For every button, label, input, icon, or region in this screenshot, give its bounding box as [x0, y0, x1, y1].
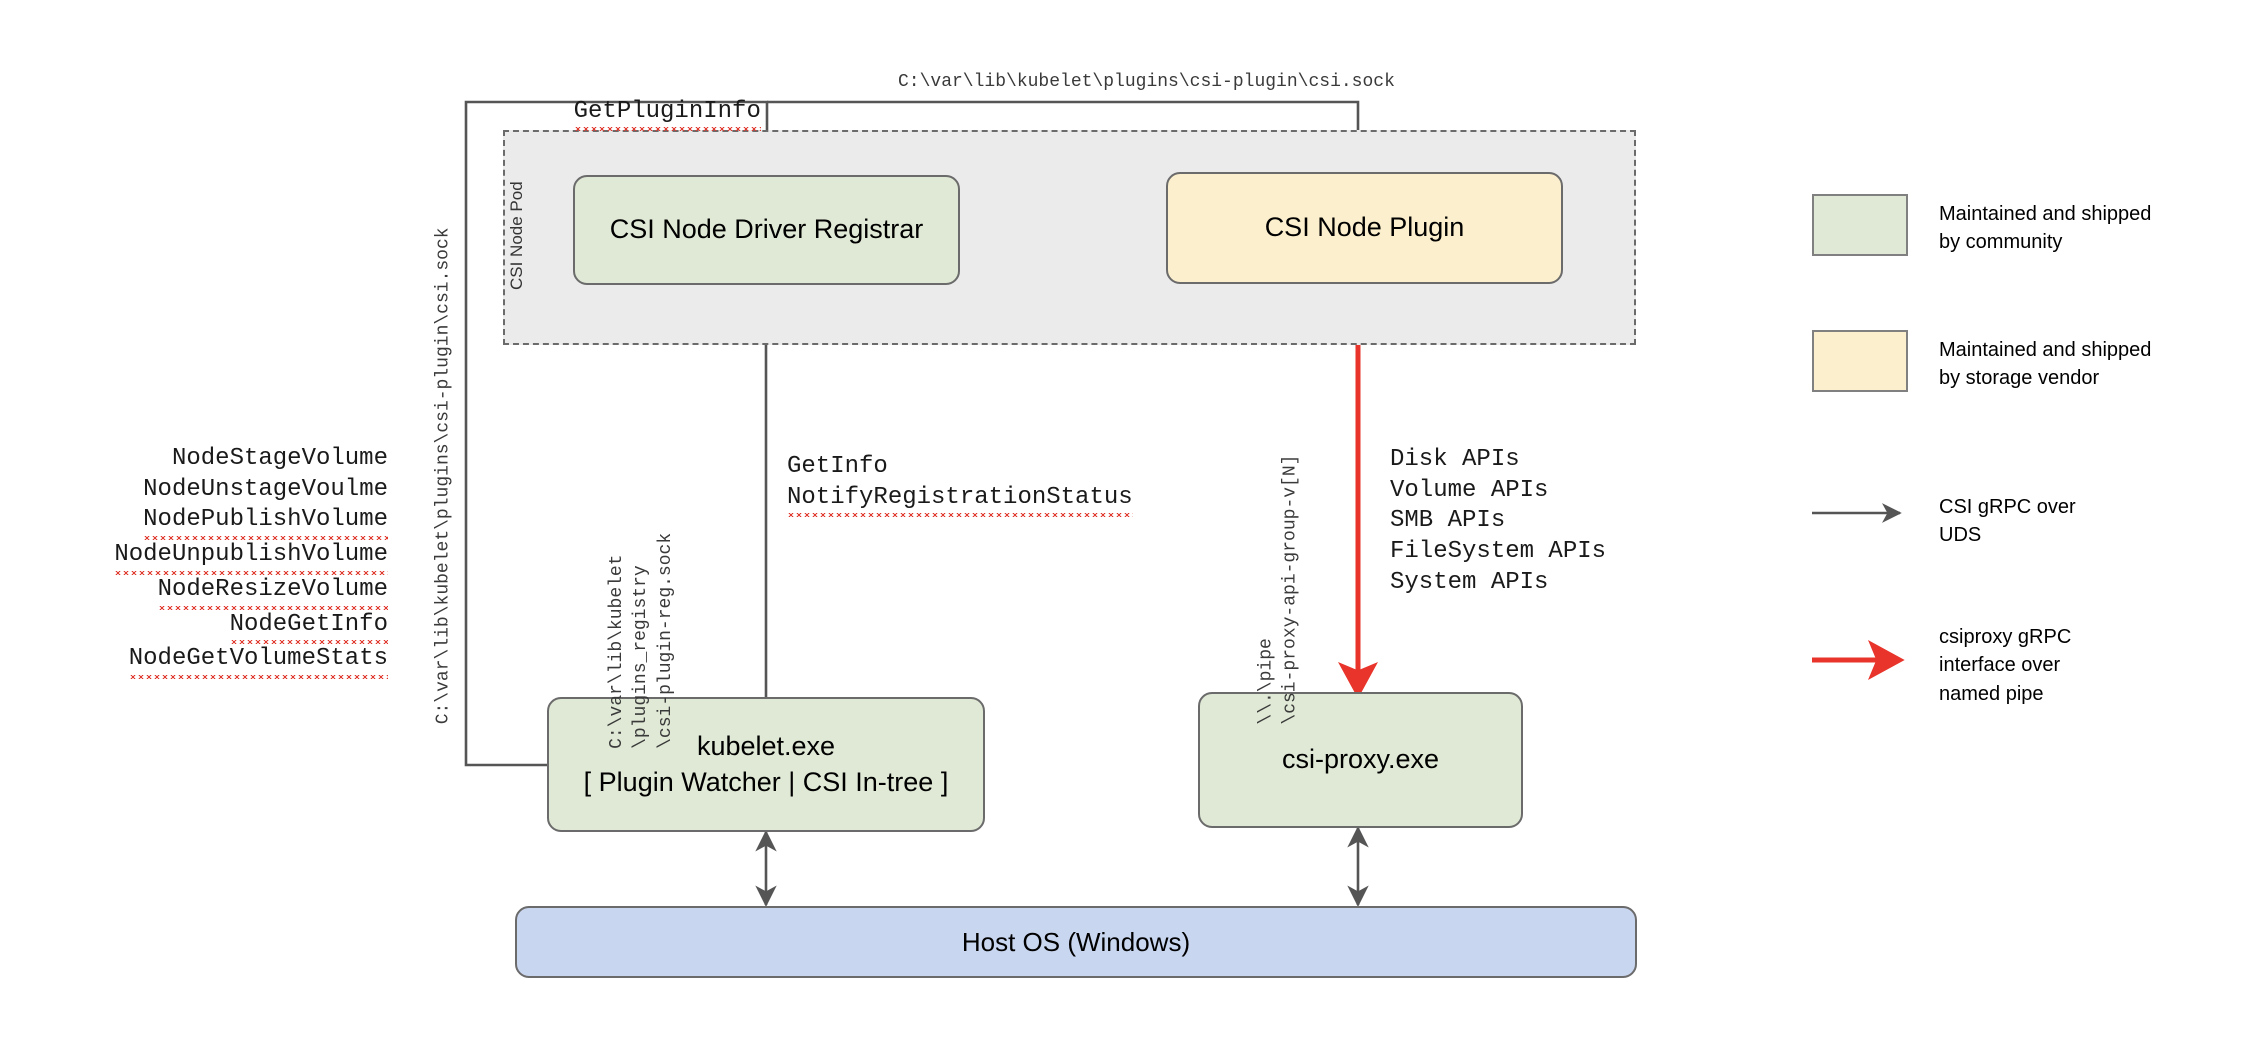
node-service-call-line: NodeUnpublishVolume — [60, 540, 388, 575]
csi-proxy-api-text: FileSystem APIs — [1390, 538, 1607, 566]
node-csi-node-driver-registrar[interactable]: CSI Node Driver Registrar — [573, 175, 960, 285]
named-pipe-line-2: \csi-proxy-api-group-v[N] — [1280, 454, 1301, 725]
node-service-call-text: NodeGetInfo — [229, 609, 388, 645]
annotation-named-pipe-vertical: \\.\pipe \csi-proxy-api-group-v[N] — [1254, 455, 1303, 725]
node-kubelet-exe[interactable]: kubelet.exe [ Plugin Watcher | CSI In-tr… — [547, 697, 985, 832]
csi-proxy-api-line: SMB APIs — [1390, 506, 1606, 537]
node-service-call-line: NodeUnstageVoulme — [60, 475, 388, 506]
csi-proxy-api-text: Disk APIs — [1390, 446, 1520, 473]
csi-node-pod-label: CSI Node Pod — [507, 181, 526, 290]
node-service-call-line: NodePublishVolume — [60, 505, 388, 540]
legend-label-community: Maintained and shipped by community — [1939, 203, 2152, 254]
node-service-call-text: NodePublishVolume — [143, 505, 388, 540]
csi-proxy-api-text: Volume APIs — [1390, 476, 1549, 504]
node-service-call-text: NodeUnstageVoulme — [143, 475, 388, 503]
registration-call-text: GetInfo — [787, 453, 888, 480]
node-csi-proxy-exe[interactable]: csi-proxy.exe — [1198, 692, 1523, 828]
legend-label-storage-vendor: Maintained and shipped by storage vendor — [1939, 339, 2152, 390]
node-service-call-line: NodeStageVolume — [60, 444, 388, 475]
registry-sock-line-1: C:\var\lib\kubelet — [607, 554, 628, 749]
get-plugin-info-text: GetPluginInfo — [573, 96, 761, 132]
legend-label-csiproxy-grpc-named-pipe: csiproxy gRPC interface over named pipe — [1939, 626, 2072, 705]
node-service-call-line: NodeGetInfo — [60, 609, 388, 645]
legend-label-csi-grpc-uds: CSI gRPC over UDS — [1939, 496, 2076, 547]
annotation-csi-sock-path-vertical: C:\var\lib\kubelet\plugins\csi-plugin\cs… — [433, 227, 454, 725]
csi-proxy-api-line: FileSystem APIs — [1390, 537, 1606, 568]
registration-call-line: NotifyRegistrationStatus — [787, 482, 1133, 518]
csi-proxy-api-line: Disk APIs — [1390, 445, 1606, 476]
annotation-csi-sock-path-top: C:\var\lib\kubelet\plugins\csi-plugin\cs… — [898, 72, 1395, 92]
node-service-call-text: NodeUnpublishVolume — [114, 540, 388, 575]
node-service-call-line: NodeGetVolumeStats — [60, 644, 388, 679]
csi-proxy-api-text: System APIs — [1390, 568, 1549, 596]
node-service-call-text: NodeResizeVolume — [157, 574, 388, 610]
legend-swatch-storage-vendor — [1812, 330, 1908, 392]
node-service-call-text: NodeStageVolume — [171, 445, 388, 472]
csi-proxy-api-line: Volume APIs — [1390, 476, 1606, 507]
registry-sock-line-3: \csi-plugin-reg.sock — [655, 532, 676, 749]
node-service-call-line: NodeResizeVolume — [60, 574, 388, 610]
csi-proxy-api-line: System APIs — [1390, 568, 1606, 599]
registration-call-text: NotifyRegistrationStatus — [787, 482, 1133, 518]
annotation-get-plugin-info: GetPluginInfo — [516, 66, 761, 162]
node-csi-node-plugin[interactable]: CSI Node Plugin — [1166, 172, 1563, 284]
csi-proxy-api-text: SMB APIs — [1390, 507, 1506, 535]
node-service-call-text: NodeGetVolumeStats — [128, 644, 388, 679]
legend-swatch-community — [1812, 194, 1908, 256]
node-host-os[interactable]: Host OS (Windows) — [515, 906, 1637, 978]
named-pipe-line-1: \\.\pipe — [1256, 638, 1277, 725]
registry-sock-line-2: \plugins_registry — [631, 565, 652, 749]
annotation-registry-sock-vertical: C:\var\lib\kubelet \plugins_registry \cs… — [605, 533, 678, 749]
registration-call-line: GetInfo — [787, 452, 1133, 483]
